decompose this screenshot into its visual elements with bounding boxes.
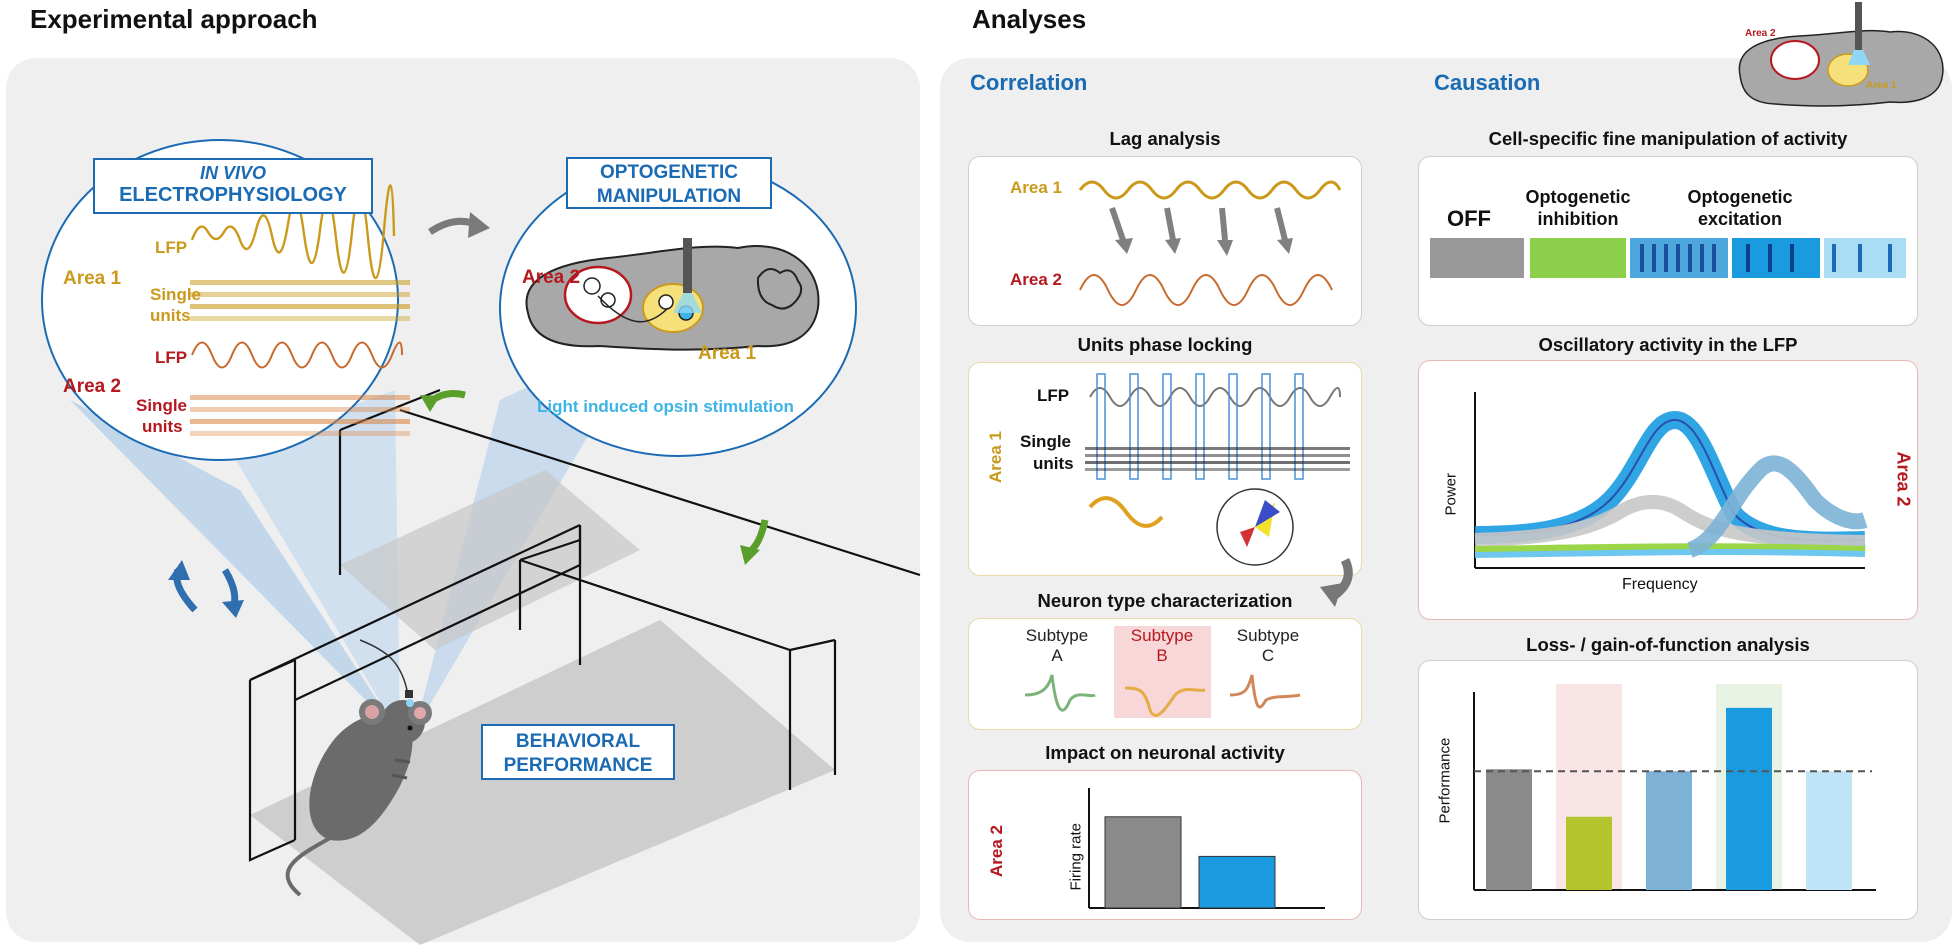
behavior-title-box: BEHAVIORAL PERFORMANCE xyxy=(481,724,675,780)
subtype-a-letter: A xyxy=(1051,646,1063,665)
subtype-c-word: Subtype xyxy=(1236,626,1300,645)
ephys-units2-label: units xyxy=(142,417,183,436)
osc-plot xyxy=(1474,392,1868,569)
impact-chart xyxy=(1088,788,1325,909)
right-heading: Analyses xyxy=(972,4,1087,34)
ephys-single1-label: Single xyxy=(150,285,202,304)
subtype-b-letter: B xyxy=(1156,646,1168,665)
optogenetic-circle xyxy=(499,159,857,457)
ephys-title-italic: IN VIVO xyxy=(199,163,266,183)
cell-title: Cell-specific fine manipulation of activ… xyxy=(1488,128,1848,149)
stimulation-patterns xyxy=(1430,238,1906,278)
off-label: OFF xyxy=(1447,206,1491,231)
opto-title-box: OPTOGENETIC MANIPULATION xyxy=(566,157,772,209)
phase-lfp-label: LFP xyxy=(1037,386,1070,405)
waveforms xyxy=(1024,674,1301,717)
subtype-c-letter: C xyxy=(1261,646,1275,665)
lag-traces xyxy=(1078,180,1342,306)
phase-box xyxy=(968,362,1362,576)
phase-single-label: Single xyxy=(1020,432,1072,451)
excitation-label: Optogenetic excitation xyxy=(1670,186,1810,230)
impact-ylabel: Firing rate xyxy=(1067,822,1085,891)
ephys-title-box: IN VIVO ELECTROPHYSIOLOGY xyxy=(93,158,373,214)
excitation-label-1: Optogenetic xyxy=(1687,187,1793,207)
ephys-area2-label: Area 2 xyxy=(63,376,122,397)
down-arrow-icon xyxy=(1320,557,1353,607)
loss-title: Loss- / gain-of-function analysis xyxy=(1526,634,1810,655)
osc-ylabel: Power xyxy=(1442,472,1460,516)
behav-title-1: BEHAVIORAL xyxy=(515,731,641,752)
excitation-label-2: excitation xyxy=(1697,209,1783,229)
osc-title: Oscillatory activity in the LFP xyxy=(1538,334,1798,355)
impact-bar xyxy=(1198,855,1276,909)
osc-box xyxy=(1418,360,1918,620)
inset-area2-label: Area 2 xyxy=(1745,28,1776,39)
osc-area-label: Area 2 xyxy=(1893,451,1914,507)
left-heading: Experimental approach xyxy=(30,4,318,34)
electrophysiology-circle xyxy=(41,139,410,461)
ephys-lfp2-label: LFP xyxy=(155,348,188,367)
brain-area2-label: Area 2 xyxy=(522,267,581,288)
subtype-c-label: Subtype C xyxy=(1228,626,1308,666)
subtype-a-label: Subtype A xyxy=(1017,626,1097,666)
loss-bar xyxy=(1566,816,1612,890)
subtype-b-highlight xyxy=(1114,626,1211,718)
loss-bar xyxy=(1726,707,1772,890)
phase-area-label: Area 1 xyxy=(986,431,1005,483)
subtype-b-word: Subtype xyxy=(1130,626,1194,645)
lag-area1-label: Area 1 xyxy=(1010,178,1062,197)
inset-area1-label: Area 1 xyxy=(1866,80,1897,91)
mouse-icon xyxy=(285,639,432,897)
ephys-units1-label: units xyxy=(150,306,191,325)
subtype-b-label: Subtype B xyxy=(1122,626,1202,666)
inset-brain-icon xyxy=(1738,2,1944,107)
ephys-single2-label: Single xyxy=(136,396,188,415)
ephys-area1-label: Area 1 xyxy=(63,268,122,289)
impact-title: Impact on neuronal activity xyxy=(1045,742,1285,763)
loss-bar xyxy=(1806,771,1852,890)
impact-area-label: Area 2 xyxy=(987,825,1006,877)
brain-area1-label: Area 1 xyxy=(698,343,757,364)
opto-title-1: OPTOGENETIC xyxy=(600,162,738,183)
impact-bar xyxy=(1104,816,1182,909)
lag-box xyxy=(968,156,1362,326)
opto-title-2: MANIPULATION xyxy=(596,186,742,207)
loss-ylabel: Performance xyxy=(1436,737,1454,824)
loss-bar xyxy=(1646,771,1692,890)
light-stimulation-label: Light induced opsin stimulation xyxy=(537,397,794,416)
behav-title-2: PERFORMANCE xyxy=(503,755,653,776)
lag-title: Lag analysis xyxy=(1109,128,1221,149)
inhibition-label-2: inhibition xyxy=(1537,209,1619,229)
subtype-a-word: Subtype xyxy=(1025,626,1089,645)
neuron-title: Neuron type characterization xyxy=(1037,590,1293,611)
phase-plot xyxy=(1085,373,1350,566)
loss-chart xyxy=(1473,684,1876,891)
causation-title: Causation xyxy=(1434,70,1541,95)
phase-title: Units phase locking xyxy=(1077,334,1253,355)
inhibition-label: Optogenetic inhibition xyxy=(1513,186,1643,230)
ephys-title: ELECTROPHYSIOLOGY xyxy=(119,184,347,206)
loss-bar xyxy=(1486,769,1532,890)
correlation-title: Correlation xyxy=(970,70,1088,95)
lag-area2-label: Area 2 xyxy=(1010,270,1062,289)
osc-xlabel: Frequency xyxy=(1622,576,1698,593)
ephys-lfp1-label: LFP xyxy=(155,238,188,257)
phase-units-label: units xyxy=(1033,454,1074,473)
inhibition-label-1: Optogenetic xyxy=(1525,187,1631,207)
